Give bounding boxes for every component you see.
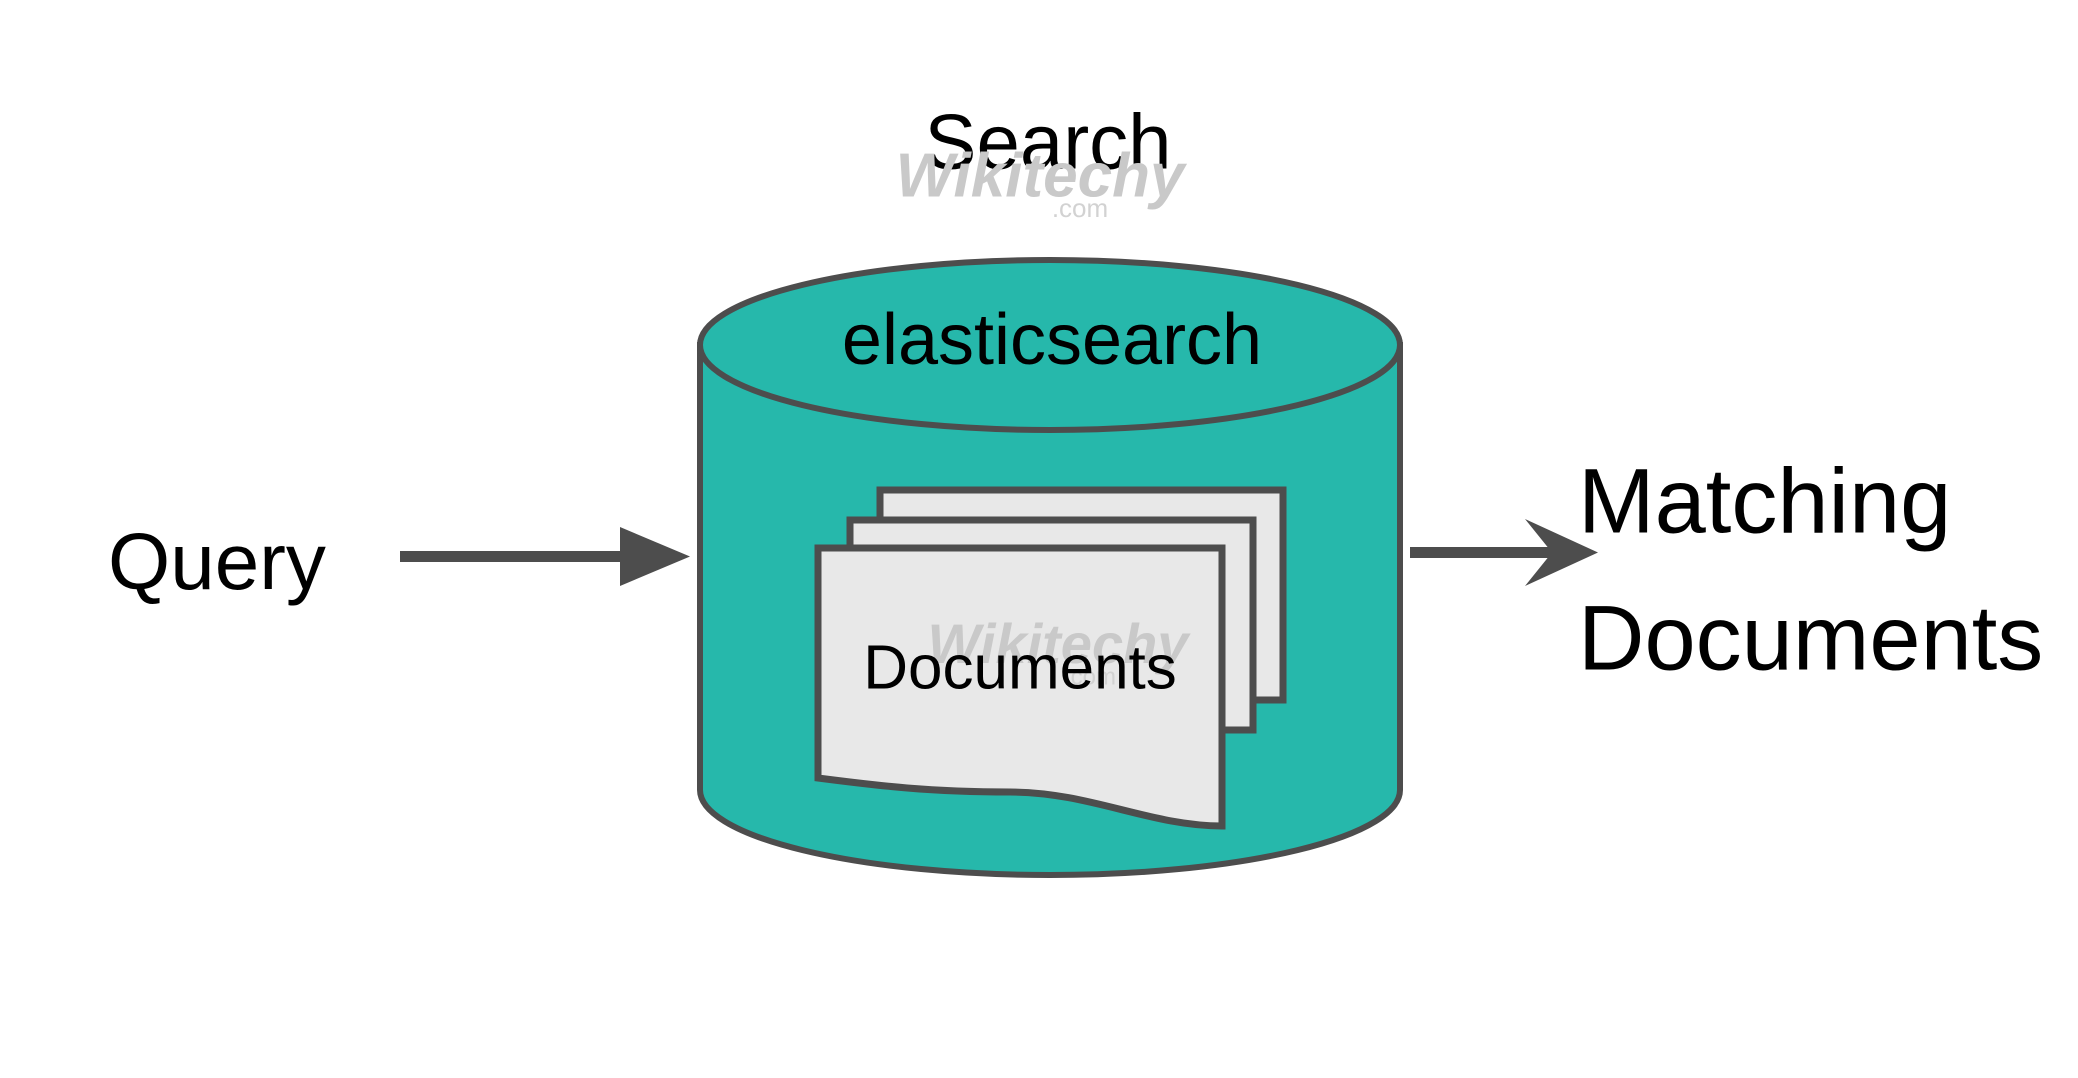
diagram-title: Search <box>924 98 1171 186</box>
query-arrow-head <box>620 527 690 586</box>
cylinder-label: elasticsearch <box>842 300 1262 380</box>
result-arrow-head <box>1525 519 1598 586</box>
matching-label-line1: Matching <box>1578 450 1951 552</box>
watermark-top-text: Wikitechy <box>896 141 1188 210</box>
watermark-documents: Wikitechy .com <box>928 612 1192 691</box>
watermark-documents-text: Wikitechy <box>928 612 1192 675</box>
documents-label: Documents <box>863 633 1177 702</box>
watermark-top-suffix: .com <box>1052 193 1108 223</box>
result-arrow-shaft <box>1410 547 1560 558</box>
elasticsearch-cylinder: Wikitechy .com Documents elasticsearch <box>697 257 1403 878</box>
watermark-top: Wikitechy .com <box>896 141 1188 223</box>
matching-label-line2: Documents <box>1578 587 2043 689</box>
query-arrow-icon <box>400 527 690 586</box>
result-arrow-icon <box>1410 519 1598 586</box>
watermark-documents-suffix: .com <box>1064 663 1116 690</box>
cylinder-top <box>697 257 1403 433</box>
documents-stack: Wikitechy .com Documents <box>814 486 1287 830</box>
query-label: Query <box>108 517 326 606</box>
query-arrow-shaft <box>400 551 630 562</box>
document-front <box>814 544 1226 830</box>
